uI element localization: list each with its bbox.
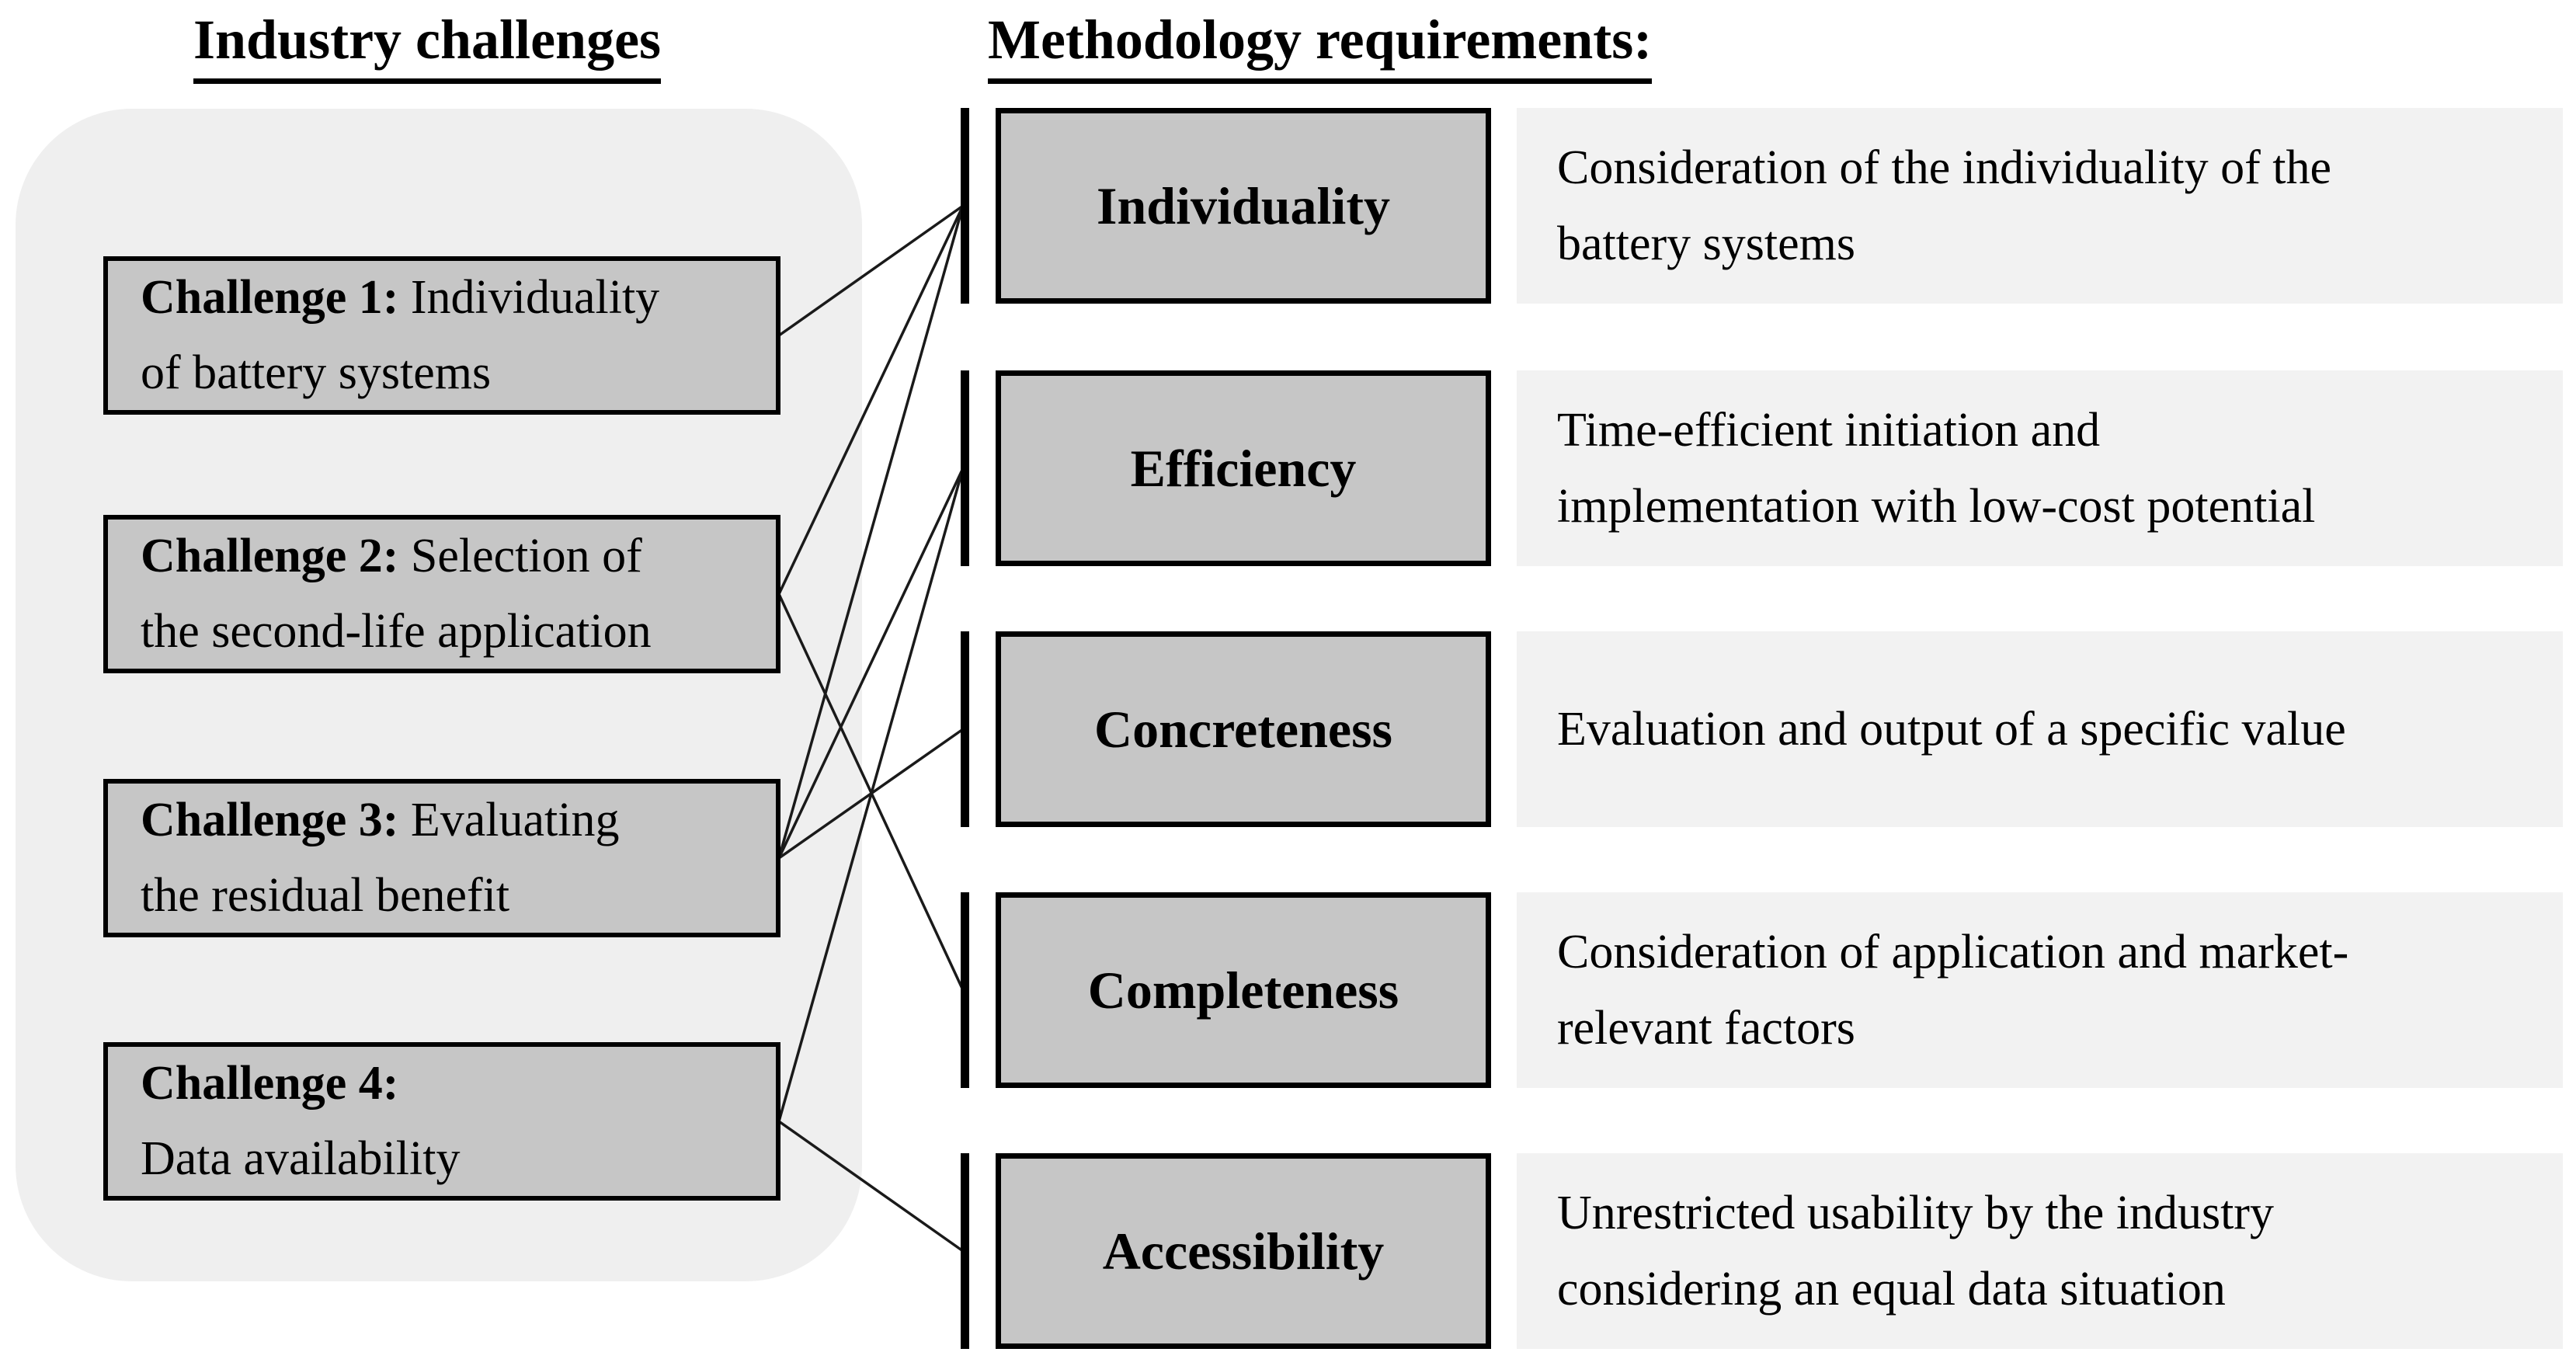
efficiency-description-line1: Time-efficient initiation and [1557,404,2101,457]
industry-challenges-title: Industry challenges [193,8,662,84]
efficiency-description-line2: implementation with low-cost potential [1557,480,2316,533]
challenge-3-line1: Challenge 3: Evaluating [141,783,768,858]
connection-line [777,1120,965,1253]
challenge-4-line2: Data availability [141,1132,461,1185]
completeness-accent-bar [961,892,969,1088]
challenge-3-line2: the residual benefit [141,869,510,922]
industry-challenges-title-block: Industry challenges [109,8,746,84]
challenge-3-box: Challenge 3: Evaluating the residual ben… [103,779,780,937]
efficiency-box: Efficiency [996,370,1491,566]
accessibility-accent-bar [961,1153,969,1349]
challenge-2-line1: Challenge 2: Selection of [141,519,768,594]
connection-line [777,467,965,859]
individuality-box: Individuality [996,108,1491,304]
efficiency-accent-bar [961,370,969,566]
completeness-description-line2: relevant factors [1557,1002,1855,1055]
individuality-description-line2: battery systems [1557,217,1855,270]
completeness-description-line1: Consideration of application and market- [1557,926,2349,978]
challenge-2-text: Selection of [398,530,642,582]
challenge-2-box: Challenge 2: Selection of the second-lif… [103,515,780,673]
individuality-description-line1: Consideration of the individuality of th… [1557,141,2331,194]
challenge-1-box: Challenge 1: Individuality of battery sy… [103,256,780,415]
challenge-4-line1: Challenge 4: [141,1046,768,1121]
concreteness-box: Concreteness [996,631,1491,827]
concreteness-description: Evaluation and output of a specific valu… [1517,631,2563,827]
concreteness-description-line1: Evaluation and output of a specific valu… [1557,703,2346,756]
challenge-1-text: Individuality [398,271,660,324]
challenge-1-label: Challenge 1: [141,271,399,324]
accessibility-description-line1: Unrestricted usability by the industry [1557,1187,2274,1239]
accessibility-description-line2: considering an equal data situation [1557,1263,2226,1316]
concreteness-accent-bar [961,631,969,827]
efficiency-description: Time-efficient initiation and implementa… [1517,370,2563,566]
methodology-requirements-title-block: Methodology requirements: [988,8,1653,84]
methodology-requirements-title: Methodology requirements: [988,8,1653,84]
challenge-1-line1: Challenge 1: Individuality [141,260,768,335]
individuality-accent-bar [961,108,969,304]
connection-line [777,204,965,337]
challenge-1-line2: of battery systems [141,346,492,399]
connection-line [777,205,965,859]
connection-line [777,593,965,991]
challenge-2-label: Challenge 2: [141,530,399,582]
challenge-4-box: Challenge 4: Data availability [103,1042,780,1201]
challenge-4-label: Challenge 4: [141,1057,399,1110]
completeness-box: Completeness [996,892,1491,1088]
challenge-3-label: Challenge 3: [141,794,399,846]
individuality-description: Consideration of the individuality of th… [1517,108,2563,304]
accessibility-description: Unrestricted usability by the industry c… [1517,1153,2563,1349]
challenge-3-text: Evaluating [398,794,620,846]
completeness-description: Consideration of application and market-… [1517,892,2563,1088]
challenge-2-line2: the second-life application [141,605,652,658]
accessibility-box: Accessibility [996,1153,1491,1349]
connection-line [777,205,965,595]
